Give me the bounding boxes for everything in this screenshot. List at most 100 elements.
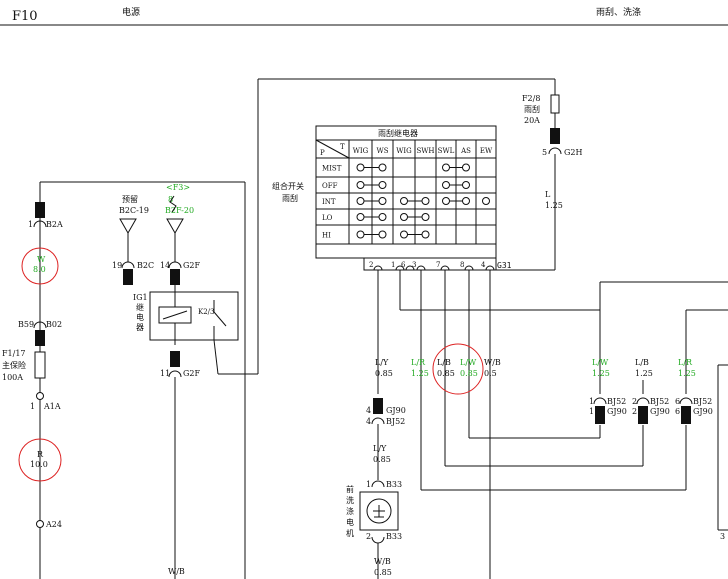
corner-p: P	[320, 149, 325, 157]
table-row-label: MIST	[322, 165, 342, 173]
fuse-f28-id: F2/8	[522, 94, 540, 103]
contact-dot	[442, 163, 450, 172]
spare-label: 预留	[122, 194, 138, 204]
fuse-f28-name: 雨刮	[524, 104, 540, 114]
contact-dot	[356, 230, 365, 239]
contact-dot	[356, 163, 365, 172]
wire-color-label: L/W	[592, 358, 609, 367]
table-column-header: WS	[377, 147, 389, 155]
contact-dot	[421, 230, 430, 239]
a1a-pin: 1	[30, 402, 35, 411]
f3-extra: 8	[168, 195, 173, 204]
pin-14: 14	[160, 261, 170, 270]
a24-terminal	[36, 520, 44, 528]
table-column-header: SWH	[416, 147, 434, 155]
pin-19: 19	[112, 261, 122, 270]
contact-dot	[462, 197, 470, 205]
b2c-connector-arc	[121, 261, 135, 269]
g2h-pin: 5	[542, 148, 547, 157]
wire-size-label: 0.85	[375, 369, 393, 378]
corner-t: T	[340, 143, 345, 151]
a24-label: A24	[45, 520, 62, 529]
contact-dot	[378, 181, 387, 189]
b33-bottom: B33	[386, 532, 402, 541]
wire-size-label: 1.25	[592, 369, 610, 378]
highlight-circle-r100	[18, 438, 62, 482]
g2f-lower-body	[170, 351, 180, 367]
contact-dot	[421, 197, 430, 205]
contact-dot	[378, 230, 387, 239]
relay-contact-label: K2/3	[198, 308, 215, 316]
connector-pin: 1	[589, 397, 594, 406]
b02-connector-body	[35, 330, 45, 346]
b2a-pin: 1	[28, 220, 33, 229]
connector-pin: 2	[632, 397, 637, 406]
table-title: 雨刮继电器	[378, 128, 418, 138]
highlight-circle-w80	[21, 247, 59, 285]
feed-wire-color: L	[545, 190, 551, 199]
main-fuse-symbol	[34, 351, 46, 379]
connector-pin: 1	[589, 407, 594, 416]
contact-dot	[400, 230, 408, 239]
contact-dot	[442, 197, 450, 205]
washer-label: 前洗涤电机	[346, 484, 354, 538]
connector-pin: 6	[675, 407, 680, 416]
fuse-f28-rating: 20A	[524, 116, 540, 125]
top-feed-wire: F2/8 雨刮 20A 5 G2H L 1.25	[257, 78, 582, 374]
contact-dot	[462, 163, 470, 172]
header-wiper-washer: 雨刮、洗涤	[596, 6, 641, 18]
connector-pin: 2	[632, 407, 637, 416]
table-column-header: EW	[480, 147, 493, 155]
gj90-left-body	[373, 398, 383, 414]
wire-color-label: L/R	[411, 358, 426, 367]
gj90-left-pin-bottom: 4	[366, 417, 371, 426]
bj52-label: BJ52	[650, 397, 669, 406]
wire-wb-bottom: W/B	[168, 567, 185, 576]
bj52-arc	[593, 397, 607, 405]
wire-color-label: L/B	[635, 358, 649, 367]
b59-label: B59	[18, 320, 34, 329]
connector-pin: 8	[460, 261, 464, 269]
g2h-connector-arc	[548, 147, 562, 155]
lower-wire-size: 0.85	[373, 455, 391, 464]
table-row-label: INT	[322, 198, 336, 206]
gj90-left-top: GJ90	[386, 406, 406, 415]
a1a-terminal	[36, 392, 44, 400]
connector-pin: 3	[412, 261, 416, 269]
wire-size-100: 10.0	[30, 460, 48, 469]
g31-label: G31	[497, 261, 512, 270]
right-wire-labels: L/W1.25L/B1.25L/R1.25	[592, 358, 696, 378]
wire-size-label: 0.85	[460, 369, 478, 378]
b2c-connector-body	[123, 269, 133, 285]
lower-wire-color: L/Y	[373, 444, 387, 453]
wire-color-r: R	[37, 450, 44, 459]
connector-pin: 7	[436, 261, 440, 269]
b33-bottom-pin: 2	[366, 532, 371, 541]
fuse-f28-symbol	[550, 94, 560, 114]
table-column-header: WIG	[396, 147, 412, 155]
b02-label: B02	[46, 320, 62, 329]
gj90-left-arc	[371, 417, 385, 425]
gj90-body	[638, 406, 648, 424]
spare-triangle	[119, 218, 137, 235]
f3-ref: <F3>	[166, 183, 190, 192]
wire-color-label: L/Y	[375, 358, 389, 367]
wire-size-80: 8.0	[33, 265, 46, 274]
f3-sub: B2F-20	[165, 206, 194, 215]
table-column-header: WIG	[353, 147, 369, 155]
f3-arrow	[169, 195, 177, 213]
bj52-label: BJ52	[607, 397, 626, 406]
bj52-label: BJ52	[693, 397, 712, 406]
g2f-connector-body	[170, 269, 180, 285]
main-fuse-rating: 100A	[2, 373, 23, 382]
b33-top-arc	[371, 480, 385, 488]
washer-wire-size: 0.85	[374, 568, 392, 577]
b2a-connector-body	[35, 202, 45, 218]
highlight-circle-lw	[432, 343, 484, 395]
page-code: F10	[12, 9, 38, 24]
b2c-label: B2C	[137, 261, 154, 270]
wire-size-label: 1.25	[635, 369, 653, 378]
b2a-label: B2A	[46, 220, 63, 229]
bj52-arc	[679, 397, 693, 405]
